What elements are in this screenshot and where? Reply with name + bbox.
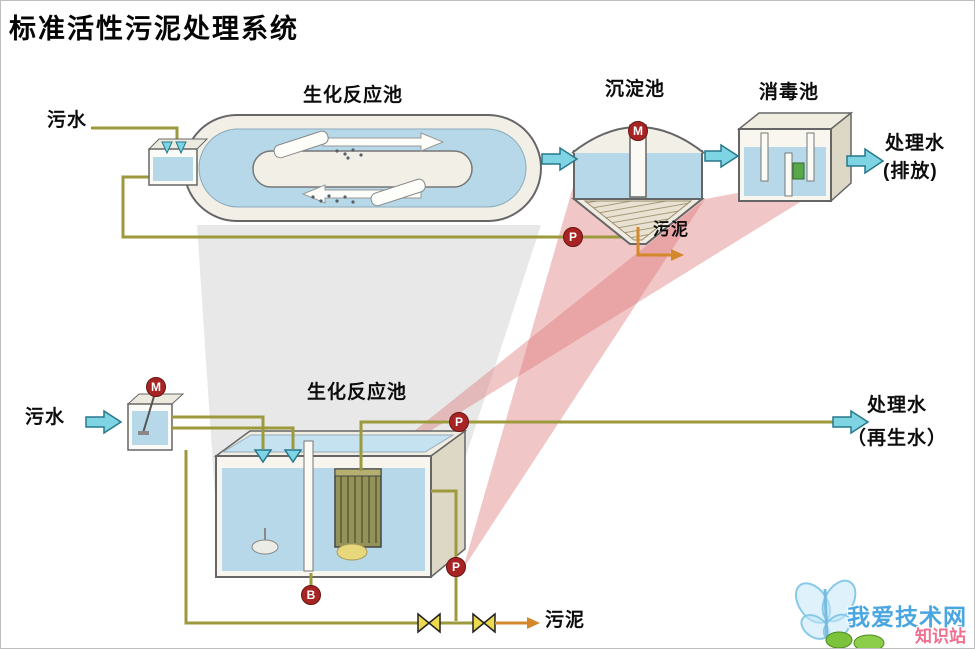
- valve-icon: [417, 612, 441, 634]
- pump-symbol: P: [563, 227, 583, 247]
- bottom-effluent-label-line1: 处理水: [867, 395, 928, 416]
- valve-icons: [417, 612, 496, 634]
- magnifier-wedge-pink: [359, 173, 847, 475]
- inlet-down-arrow-icon: [253, 449, 273, 464]
- flow-arrow-icon: [541, 146, 579, 172]
- membrane-module: [334, 468, 382, 548]
- flow-arrow-icon: [704, 143, 740, 169]
- mixing-tank: [126, 392, 185, 451]
- ditch-flow-arrow-right: [322, 132, 445, 152]
- ditch-inlet-box: [147, 138, 209, 186]
- top-sludge-pipe: [636, 227, 684, 261]
- motor-symbol: M: [146, 377, 166, 397]
- sludge-arrowhead: [527, 617, 540, 629]
- sludge-arrowhead: [671, 249, 684, 261]
- watermark-butterfly-icon: [794, 579, 857, 642]
- inlet-down-arrow-icon: [175, 141, 187, 155]
- top-pipes: [91, 126, 634, 239]
- mixer-shaft: [142, 392, 156, 434]
- inlet-down-arrow-icon: [283, 449, 303, 464]
- watermark-site-name: 我爱技术网: [847, 604, 967, 630]
- top-effluent-label-line2: (排放): [883, 161, 938, 182]
- bottom-sludge-pipe: [495, 617, 540, 629]
- aeration-brush: [273, 130, 329, 159]
- oxidation-ditch: [183, 114, 542, 222]
- bioreactor-detail-tank: [213, 429, 468, 579]
- watermark-leaf-decoration: [825, 631, 885, 648]
- watermark-sub-label: 知识站: [915, 627, 966, 646]
- disinfection-tank: [736, 111, 854, 203]
- aeration-brush: [370, 178, 426, 207]
- magnifier-wedge-pink: [463, 173, 705, 569]
- top-flow-arrows: [541, 143, 885, 175]
- bottom-sludge-label: 污泥: [545, 610, 586, 631]
- valve-icon: [472, 612, 496, 634]
- top-influent-label: 污水: [47, 110, 88, 131]
- pump-symbol: P: [446, 557, 466, 577]
- inlet-down-arrow-icon: [161, 141, 173, 155]
- motor-symbol: M: [628, 121, 648, 141]
- bottom-pipes: [172, 415, 847, 625]
- bottom-effluent-label-line2: （再生水）: [847, 428, 948, 449]
- flow-arrow-icon: [85, 409, 123, 435]
- page-title: 标准活性污泥处理系统: [9, 14, 299, 44]
- flow-arrow-icon: [832, 409, 870, 435]
- aerator: [251, 528, 279, 555]
- bottom-flow-arrows: [85, 409, 870, 435]
- pump-symbol: P: [449, 412, 469, 432]
- chlorinator-device: [792, 162, 805, 180]
- blower-symbol: B: [301, 585, 321, 605]
- mixer-impeller: [138, 431, 149, 435]
- disinfection-label: 消毒池: [759, 82, 820, 103]
- sedimentation-label: 沉淀池: [605, 79, 666, 100]
- tank-inlet-arrows: [253, 449, 303, 464]
- ditch-flow-arrow-left: [301, 184, 422, 204]
- bottom-bioreactor-label: 生化反应池: [307, 382, 408, 403]
- diffuser: [336, 543, 368, 561]
- divider-wall: [303, 440, 314, 572]
- top-effluent-label-line1: 处理水: [885, 133, 946, 154]
- flow-arrow-icon: [846, 147, 885, 175]
- top-sludge-label: 污泥: [653, 220, 689, 239]
- top-bioreactor-label: 生化反应池: [303, 85, 404, 106]
- bubble-dots: [311, 148, 363, 204]
- bottom-influent-label: 污水: [25, 407, 66, 428]
- sedimentation-tank: [571, 124, 705, 245]
